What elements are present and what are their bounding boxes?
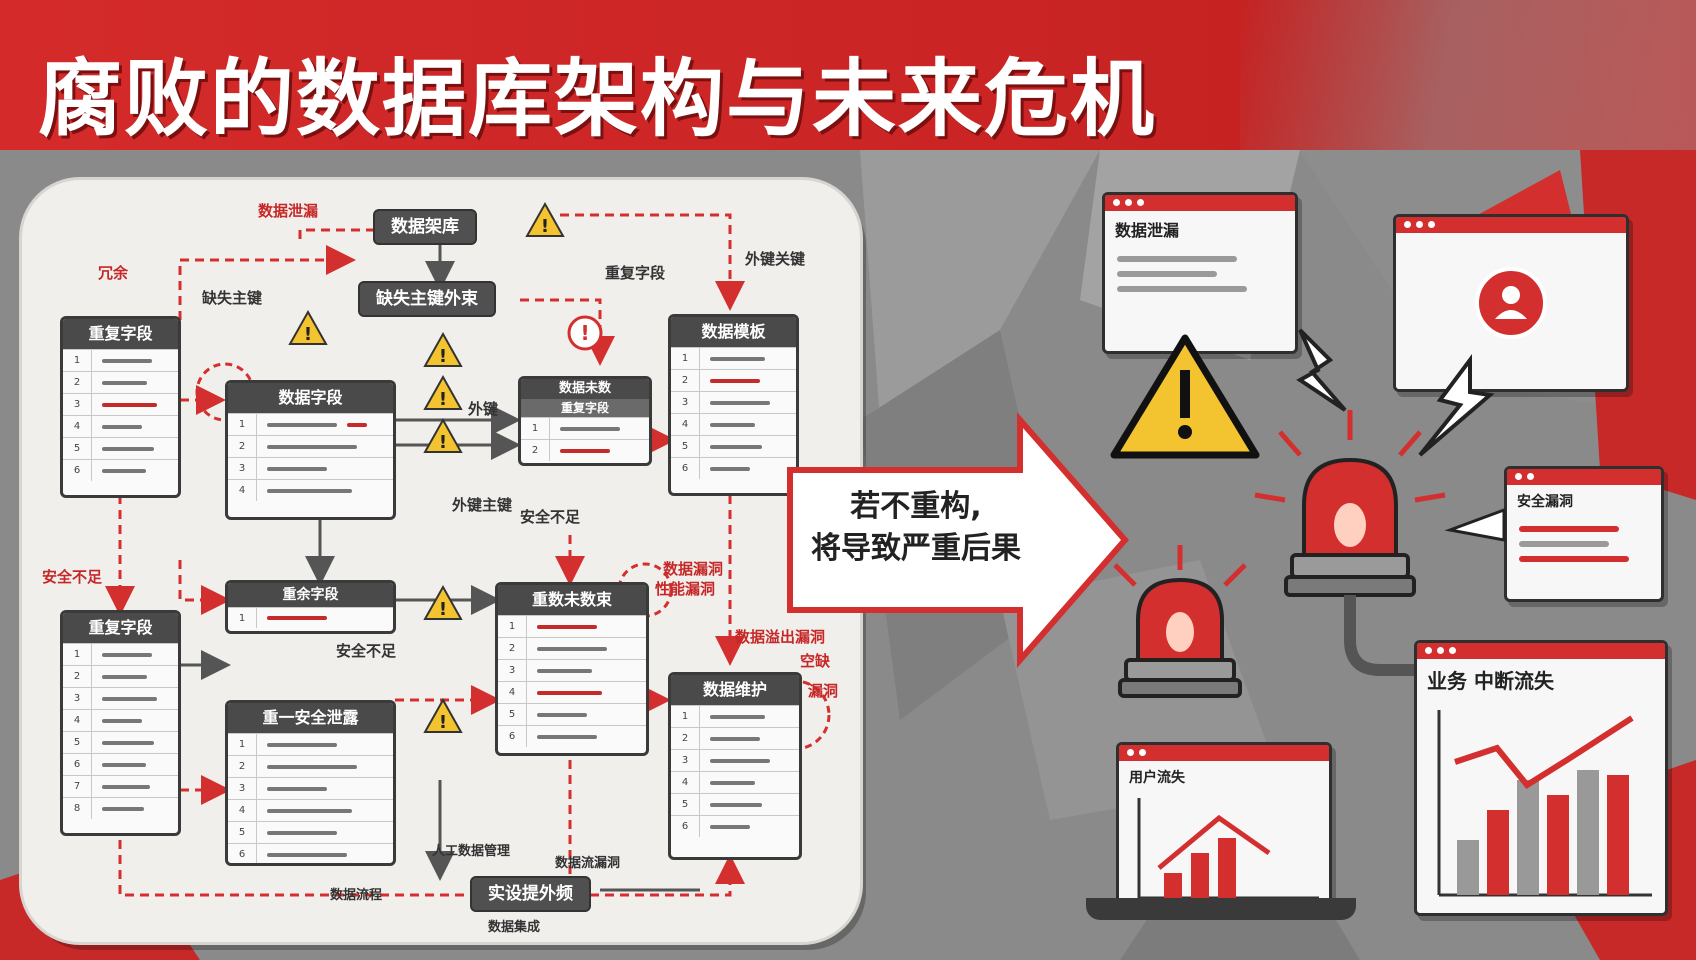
user-alert-icon	[1475, 267, 1547, 339]
db-table-4: 重余字段 1	[225, 580, 396, 634]
label-spill: 数据溢出漏洞	[735, 628, 826, 646]
db-table-title: 重一安全泄露	[228, 703, 393, 733]
window-business-loss: 业务 中断流失	[1414, 640, 1668, 916]
db-table-title: 数据模板	[671, 317, 796, 347]
warning-icons: ! ! ! ! ! ! ! !	[288, 201, 603, 733]
window-title: 数据泄漏	[1115, 221, 1180, 240]
db-table-title: 数据维护	[671, 675, 799, 705]
db-table-8: 数据维护 1 2 3 4 5 6	[668, 672, 802, 860]
label-hole: 漏洞	[808, 682, 839, 700]
page-title: 腐败的数据库架构与未来危机	[38, 50, 1157, 148]
label-bottom-b: 数据流漏洞	[555, 856, 621, 871]
business-chart-icon	[1437, 710, 1652, 897]
db-table-title: 数据未数	[521, 379, 649, 399]
pill-missing-keys: 缺失主键外束	[358, 281, 496, 317]
label-security-low: 安全不足	[42, 568, 103, 586]
label-foreign: 外键	[468, 400, 499, 418]
label-fk-main: 外键主键	[452, 496, 513, 514]
arrow-text-line1: 若不重构,	[850, 489, 982, 524]
svg-text:!: !	[439, 389, 447, 410]
label-perf-leak: 性能漏洞	[655, 580, 716, 598]
pill-bottom: 实设提外频	[470, 876, 591, 912]
siren-icon-large	[1254, 410, 1446, 676]
warning-sign-icon	[1110, 334, 1260, 459]
window-title: 业务 中断流失	[1427, 669, 1554, 693]
db-table-title: 重复字段	[63, 319, 178, 349]
label-missing-pk: 缺失主键	[202, 289, 263, 307]
laptop-base	[1086, 898, 1356, 920]
window-alert	[1393, 214, 1629, 392]
pill-database: 数据架库	[373, 209, 477, 245]
label-leak: 数据泄漏	[258, 202, 319, 220]
db-table-2: 数据字段 1 2 3 4	[225, 380, 396, 520]
label-fail: 安全不足	[336, 642, 397, 660]
svg-text:!: !	[580, 321, 589, 345]
title-band	[0, 0, 1696, 150]
callout-tail-icon	[1444, 507, 1506, 542]
db-table-title: 重数未数束	[498, 585, 646, 615]
laptop-screen: 用户流失	[1116, 742, 1332, 904]
label-bottom-c: 数据流程	[330, 888, 383, 903]
db-table-title: 重余字段	[228, 583, 393, 607]
arrow-text: 若不重构, 将导致严重后果	[796, 486, 1036, 570]
svg-text:!: !	[304, 324, 312, 345]
db-table-title: 数据字段	[228, 383, 393, 413]
svg-text:!: !	[541, 216, 549, 237]
lightning-icon	[1296, 328, 1495, 457]
label-bottom-a: 人工数据管理	[432, 844, 511, 859]
label-duplicate: 重复字段	[605, 264, 666, 282]
window-title: 用户流失	[1129, 770, 1185, 786]
db-table-subtitle: 重复字段	[521, 399, 649, 417]
db-table-6: 重一安全泄露 1 2 3 4 5 6	[225, 700, 396, 866]
label-perf: 数据漏洞	[663, 560, 724, 578]
db-table-title: 重复字段	[63, 613, 178, 643]
svg-text:!: !	[439, 346, 447, 367]
window-data-leak: 数据泄漏	[1102, 192, 1298, 354]
label-external: 外键关键	[745, 250, 806, 268]
db-table-3: 数据模板 1 2 3 4 5 6	[668, 314, 799, 496]
svg-text:!: !	[439, 599, 447, 620]
db-table-5: 重复字段 1 2 3 4 5 6 7 8	[60, 610, 181, 836]
svg-text:!: !	[439, 712, 447, 733]
label-bottom-d: 数据集成	[488, 920, 541, 935]
svg-text:!: !	[439, 432, 447, 453]
window-security: 安全漏洞	[1504, 466, 1664, 602]
arrow-text-line2: 将导致严重后果	[811, 531, 1021, 566]
window-title: 安全漏洞	[1517, 494, 1573, 510]
db-table-mini: 数据未数 重复字段 1 2	[518, 376, 652, 466]
label-gap: 空缺	[800, 652, 831, 670]
db-table-1: 重复字段 1 2 3 4 5 6	[60, 316, 181, 498]
label-redundant: 冗余	[98, 264, 129, 282]
db-table-7: 重数未数束 1 2 3 4 5 6	[495, 582, 649, 756]
siren-icon-small	[1113, 545, 1247, 698]
label-coupling: 安全不足	[520, 508, 581, 526]
